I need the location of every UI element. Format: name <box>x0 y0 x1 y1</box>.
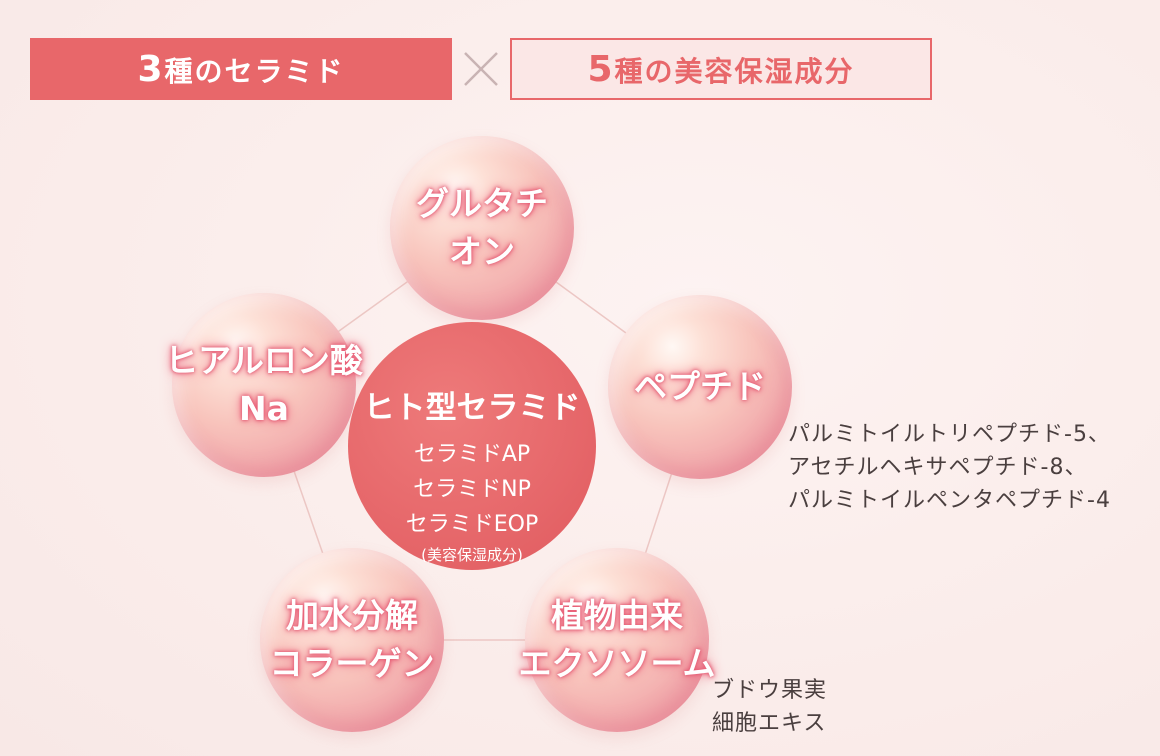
collagen-label-line2: コラーゲン <box>270 640 435 688</box>
center-note: (美容保湿成分) <box>421 544 523 565</box>
peptide-note-1: パルミトイルトリペプチド-5、 <box>788 418 1111 451</box>
peptide-notes: パルミトイルトリペプチド-5、 アセチルヘキサペプチド-8、 パルミトイルペンタ… <box>788 418 1111 517</box>
center-title: ヒト型セラミド <box>364 382 581 427</box>
ceramide-center-circle: ヒト型セラミド セラミドAP セラミドNP セラミドEOP (美容保湿成分) <box>348 322 596 570</box>
hyaluronic-label-line2: Na <box>239 385 289 433</box>
exosome-bubble: 植物由来 エクソソーム <box>525 548 709 732</box>
glutathione-label-line1: グルタチ <box>416 180 548 228</box>
exosome-note-1: ブドウ果実 <box>712 674 827 707</box>
peptide-note-3: パルミトイルペンタペプチド-4 <box>788 484 1111 517</box>
peptide-note-2: アセチルヘキサペプチド-8、 <box>788 451 1111 484</box>
collagen-label-line1: 加水分解 <box>286 592 418 640</box>
collagen-bubble: 加水分解 コラーゲン <box>260 548 444 732</box>
exosome-note-2: 細胞エキス <box>712 707 827 740</box>
ceramide-eop: セラミドEOP <box>406 507 538 542</box>
peptide-label: ペプチド <box>634 363 766 411</box>
hyaluronic-label-line1: ヒアルロン酸 <box>165 337 363 385</box>
glutathione-label-line2: オン <box>449 228 515 276</box>
peptide-bubble: ペプチド <box>608 295 792 479</box>
hyaluronic-bubble: ヒアルロン酸 Na <box>172 293 356 477</box>
glutathione-bubble: グルタチ オン <box>390 136 574 320</box>
exosome-label-line1: 植物由来 <box>551 592 683 640</box>
ceramide-np: セラミドNP <box>406 472 538 507</box>
exosome-notes: ブドウ果実 細胞エキス <box>712 674 827 740</box>
exosome-label-line2: エクソソーム <box>519 640 716 688</box>
ceramide-ap: セラミドAP <box>406 437 538 472</box>
